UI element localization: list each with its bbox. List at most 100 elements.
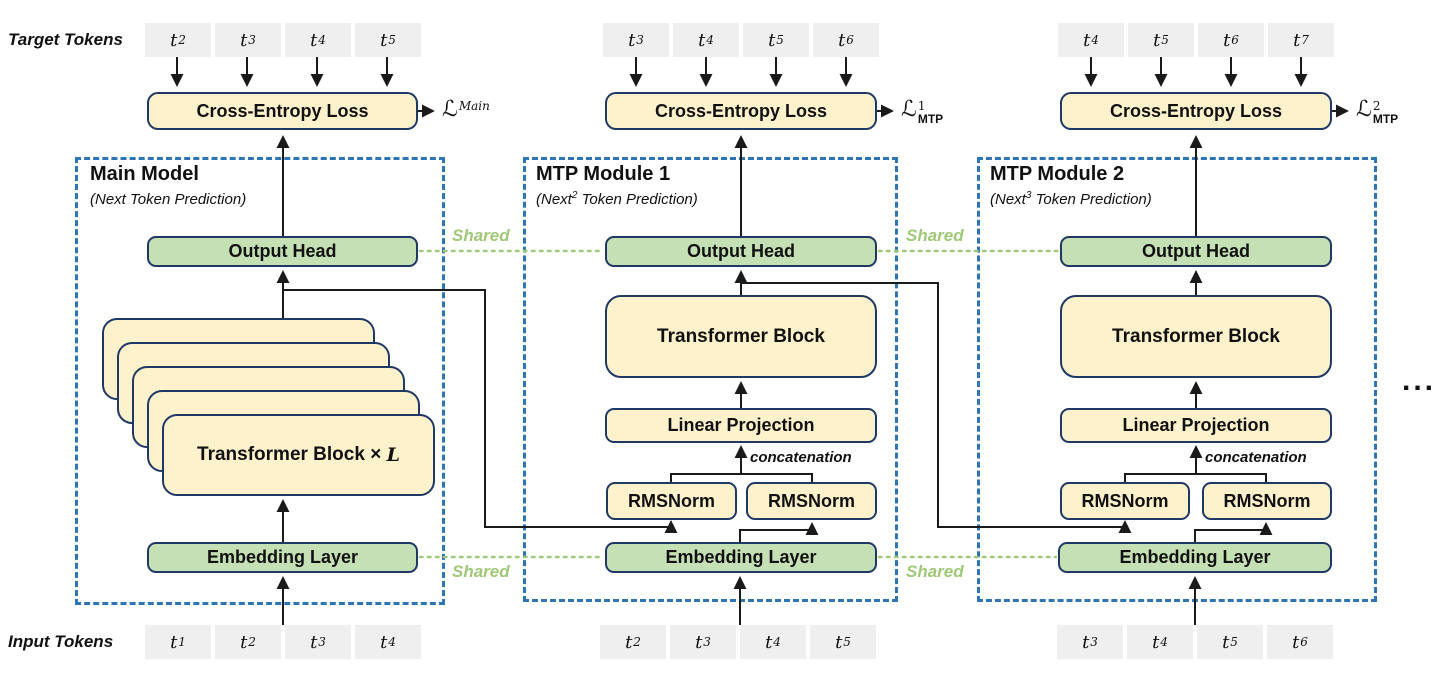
token-base: t	[380, 631, 388, 653]
linear-projection-mtp2: Linear Projection	[1060, 408, 1332, 443]
loss-sub: Main	[458, 99, 490, 113]
subtitle-post: Token Prediction)	[577, 191, 698, 208]
rmsnorm-left-mtp2: RMSNorm	[1060, 482, 1190, 520]
shared-label: Shared	[452, 226, 510, 245]
token-base: t	[1292, 631, 1300, 653]
token-base: t	[765, 631, 773, 653]
token-base: t	[1222, 631, 1230, 653]
token-base: t	[1082, 631, 1090, 653]
loss-sup: 1	[917, 99, 926, 113]
embedding-layer-main: Embedding Layer	[147, 542, 418, 573]
token-base: t	[1152, 631, 1160, 653]
subtitle-pre: (Next	[536, 191, 572, 208]
transformer-block-xL: Transformer Block × L	[162, 414, 435, 496]
rmsnorm-right-mtp2: RMSNorm	[1202, 482, 1332, 520]
transformer-label: Transformer Block ×	[197, 444, 382, 465]
loss-script: ℒ	[442, 97, 458, 122]
loss-script: ℒ	[901, 97, 917, 122]
shared-label: Shared	[452, 562, 510, 581]
more-modules-ellipsis: ...	[1402, 364, 1437, 397]
token-base: t	[240, 631, 248, 653]
shared-label: Shared	[906, 226, 964, 245]
token-base: t	[1083, 29, 1091, 51]
token-base: t	[625, 631, 633, 653]
loss-sub: MTP	[917, 111, 944, 126]
mtp1-title: MTP Module 1	[536, 163, 671, 185]
concatenation-label: concatenation	[750, 449, 852, 466]
mtp2-box	[977, 157, 1377, 602]
output-head-mtp2: Output Head	[1060, 236, 1332, 267]
cross-entropy-loss-box: Cross-Entropy Loss	[605, 92, 877, 130]
cross-entropy-loss-box: Cross-Entropy Loss	[1060, 92, 1332, 130]
transformer-var: L	[386, 444, 400, 466]
mtp2-title: MTP Module 2	[990, 163, 1125, 185]
token-base: t	[170, 631, 178, 653]
rmsnorm-left-mtp1: RMSNorm	[606, 482, 737, 520]
rmsnorm-right-mtp1: RMSNorm	[746, 482, 877, 520]
subtitle-pre: (Next	[90, 191, 126, 208]
subtitle-sup: 3	[1025, 190, 1032, 201]
token-base: t	[835, 631, 843, 653]
token-base: t	[768, 29, 776, 51]
token-base: t	[310, 29, 318, 51]
main-model-subtitle: (Next Token Prediction)	[90, 190, 246, 208]
subtitle-post: Token Prediction)	[125, 191, 247, 208]
token-base: t	[1223, 29, 1231, 51]
token-base: t	[380, 29, 388, 51]
mtp2-subtitle: (Next3 Token Prediction)	[990, 190, 1152, 208]
output-head-main: Output Head	[147, 236, 418, 267]
token-base: t	[838, 29, 846, 51]
main-model-title: Main Model	[90, 163, 199, 185]
shared-label: Shared	[906, 562, 964, 581]
subtitle-post: Token Prediction)	[1031, 191, 1152, 208]
loss-sub: MTP	[1372, 111, 1399, 126]
token-base: t	[695, 631, 703, 653]
token-base: t	[1293, 29, 1301, 51]
mtp1-box	[523, 157, 898, 602]
transformer-block-mtp2: Transformer Block	[1060, 295, 1332, 378]
loss-script: ℒ	[1356, 97, 1372, 122]
embedding-layer-mtp1: Embedding Layer	[605, 542, 877, 573]
subtitle-sup: 2	[571, 190, 578, 201]
mtp1-subtitle: (Next2 Token Prediction)	[536, 190, 698, 208]
concatenation-label: concatenation	[1205, 449, 1307, 466]
loss-sup: 2	[1372, 99, 1381, 113]
token-base: t	[1153, 29, 1161, 51]
output-head-mtp1: Output Head	[605, 236, 877, 267]
subtitle-pre: (Next	[990, 191, 1026, 208]
token-base: t	[698, 29, 706, 51]
token-base: t	[170, 29, 178, 51]
token-base: t	[628, 29, 636, 51]
cross-entropy-loss-box: Cross-Entropy Loss	[147, 92, 418, 130]
linear-projection-mtp1: Linear Projection	[605, 408, 877, 443]
input-tokens-label: Input Tokens	[8, 632, 114, 651]
embedding-layer-mtp2: Embedding Layer	[1058, 542, 1332, 573]
